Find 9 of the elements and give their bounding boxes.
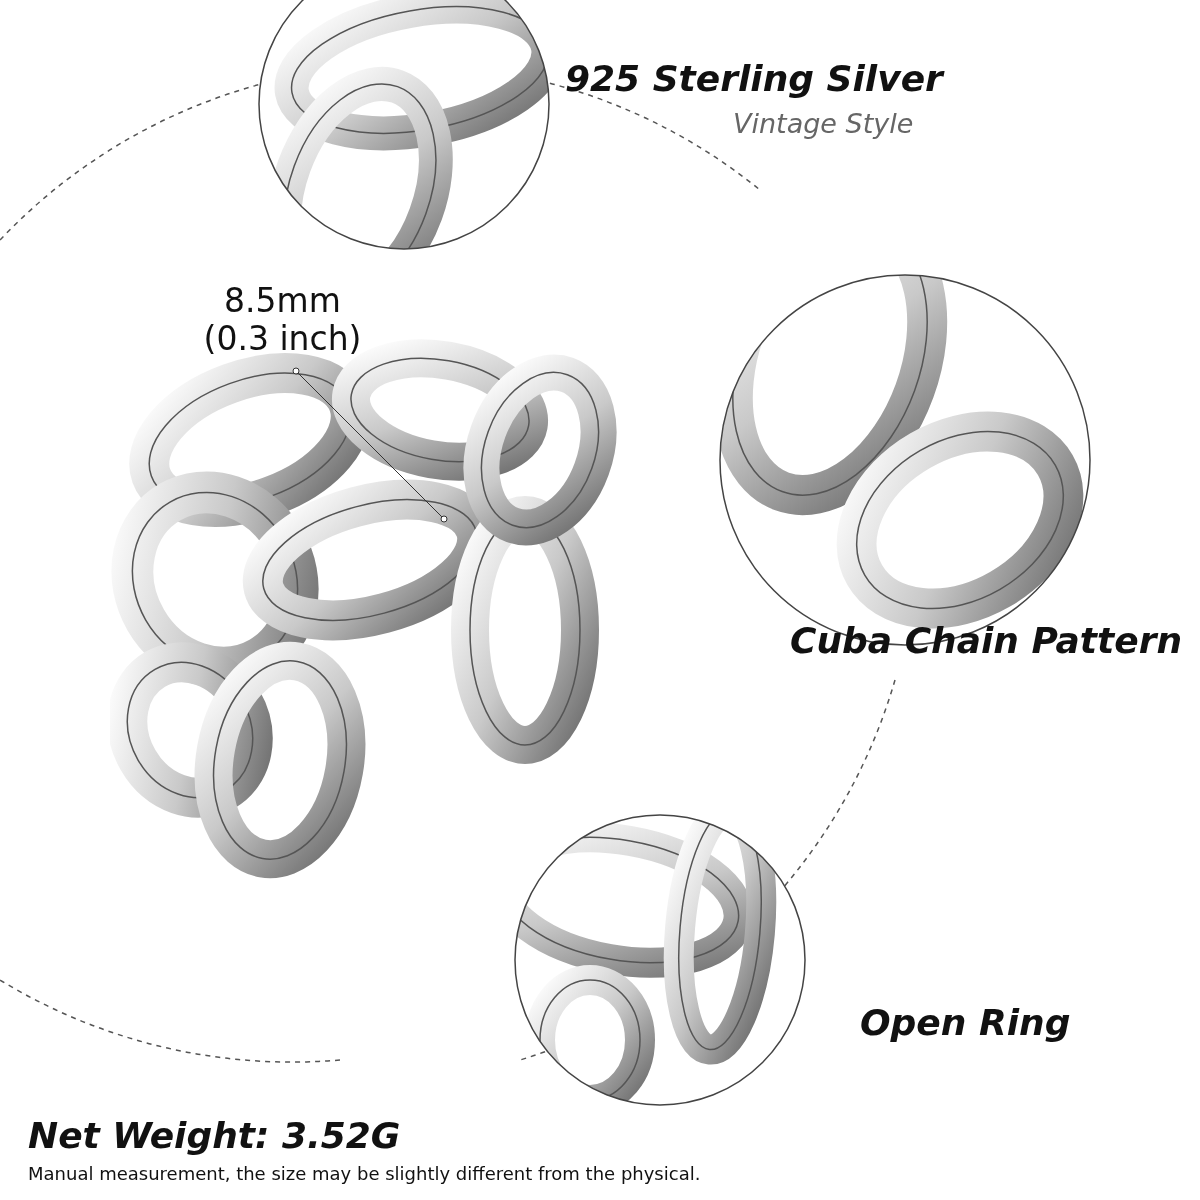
measurement-note: Manual measurement, the size may be slightly different from the physical.	[28, 1163, 701, 1184]
material-heading: 925 Sterling Silver	[565, 58, 943, 99]
dimension-label: 8.5mm (0.3 inch)	[202, 282, 363, 358]
zoom-detail-picture	[513, 813, 807, 1107]
weight-heading: Net Weight: 3.52G	[28, 1115, 401, 1156]
pattern-heading: Cuba Chain Pattern	[790, 620, 1183, 661]
zoom-detail-picture	[257, 0, 551, 251]
style-subtitle: Vintage Style	[733, 108, 914, 139]
open-ring-heading: Open Ring	[860, 1002, 1071, 1043]
